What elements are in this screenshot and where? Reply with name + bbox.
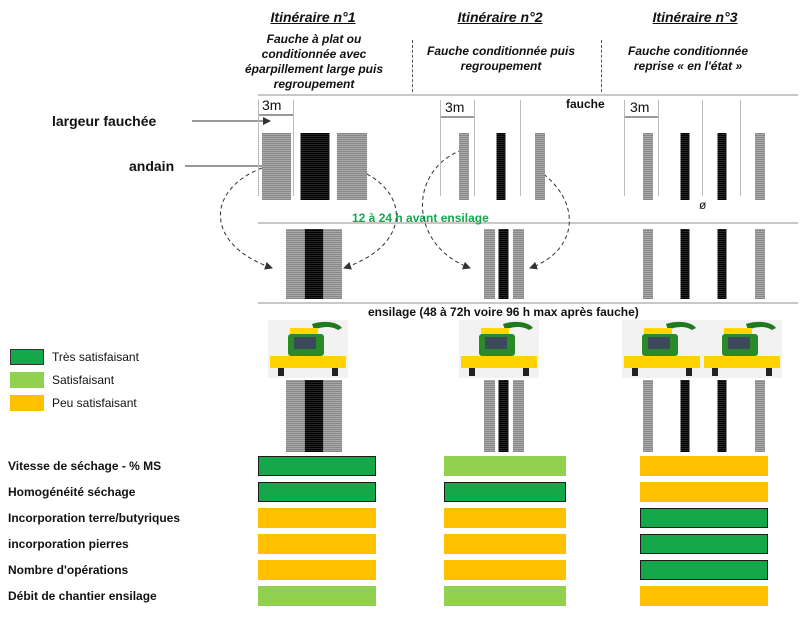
itinerary-1-title: Itinéraire n°1 [270,9,356,25]
separator-bottom [258,302,798,304]
rating-cell [640,586,768,606]
swath-strip-3b [680,133,690,200]
windrow-strip-3c [717,229,727,299]
rating-cell [444,482,566,502]
rating-cell [444,560,566,580]
rating-cell [640,534,768,554]
rating-cell [640,508,768,528]
itinerary-2-description: Fauche conditionnée puis regroupement [426,44,575,73]
width-3m-label-2: 3m [445,99,465,115]
legend-label-very-satisfactory: Très satisfaisant [52,350,139,364]
silage-strip-1a [286,380,304,452]
swath-strip-1b [300,133,330,200]
swath-strip-2b [496,133,506,200]
mowing-label: fauche [566,97,605,111]
rating-cell [258,534,376,554]
column-divider-1 [412,40,413,92]
guide-line [658,100,659,196]
windrow-strip-1c [324,229,342,299]
rating-cell [258,482,376,502]
silage-label: ensilage (48 à 72h voire 96 h max après … [368,305,639,319]
windrow-strip-2a [484,229,495,299]
swath-strip-3d [755,133,765,200]
rating-cell [258,508,376,528]
rating-cell [640,456,768,476]
column-divider-2 [601,40,602,92]
guide-line [702,100,703,196]
mowing-width-label: largeur fauchée [52,113,157,129]
forage-harvester-icon [622,320,702,378]
width-3m-label-3: 3m [630,99,650,115]
windrow-strip-1a [286,229,304,299]
legend-label-poor: Peu satisfaisant [52,396,137,410]
width-3m-label-1: 3m [262,97,282,113]
empty-symbol: ø [699,198,707,212]
guide-line [258,100,259,196]
regroup-arrow-left-2 [421,149,471,270]
timing-label: 12 à 24 h avant ensilage [352,211,489,225]
silage-strip-3c [717,380,727,452]
rating-cell [444,456,566,476]
swath-strip-1a [262,133,291,200]
forage-harvester-icon [268,320,348,378]
rating-cell [444,534,566,554]
criterion-label: Débit de chantier ensilage [8,589,157,603]
criterion-label: Nombre d'opérations [8,563,129,577]
windrow-strip-2c [513,229,524,299]
criterion-label: Incorporation terre/butyriques [8,511,181,525]
guide-line [624,100,625,196]
silage-strip-3a [643,380,653,452]
separator-top [258,94,798,96]
silage-strip-1c [324,380,342,452]
windrow-label: andain [129,158,175,174]
silage-strip-1b [304,380,324,452]
itinerary-1-description: Fauche à plat ou conditionnée avec éparp… [244,32,384,91]
itinerary-3-title: Itinéraire n°3 [652,9,738,25]
rating-cell [444,508,566,528]
windrow-strip-3a [643,229,653,299]
guide-line [740,100,741,196]
guide-line [440,100,441,196]
legend-label-satisfactory: Satisfaisant [52,373,115,387]
silage-strip-3b [680,380,690,452]
rating-cell [258,560,376,580]
guide-line [520,100,521,196]
forage-harvester-icon [459,320,539,378]
guide-line [293,100,294,196]
swath-strip-3a [643,133,653,200]
silage-strip-2c [513,380,524,452]
windrow-strip-1b [304,229,324,299]
separator-middle [258,222,798,224]
rating-cell [640,560,768,580]
criterion-label: Vitesse de séchage - % MS [8,459,162,473]
windrow-strip-3b [680,229,690,299]
itinerary-3-description: Fauche conditionnée reprise « en l'état … [627,44,748,73]
windrow-strip-3d [755,229,765,299]
rating-cell [444,586,566,606]
silage-strip-2a [484,380,495,452]
rating-cell [258,586,376,606]
forage-harvester-icon [702,320,782,378]
regroup-arrow-right-2 [529,169,570,270]
windrow-strip-2b [498,229,509,299]
regroup-arrow-left-1 [220,167,273,270]
swath-strip-1c [337,133,367,200]
criterion-label: incorporation pierres [8,537,129,551]
rating-cell [640,482,768,502]
itinerary-2-title: Itinéraire n°2 [457,9,543,25]
swath-strip-3c [717,133,727,200]
rating-cell [258,456,376,476]
swath-strip-2a [459,133,469,200]
criterion-label: Homogénéité séchage [8,485,136,499]
legend-swatch-very-satisfactory [10,349,44,365]
silage-strip-3d [755,380,765,452]
guide-line [474,100,475,196]
swath-strip-2c [535,133,545,200]
legend-swatch-poor [10,395,44,411]
silage-strip-2b [498,380,509,452]
legend-swatch-satisfactory [10,372,44,388]
